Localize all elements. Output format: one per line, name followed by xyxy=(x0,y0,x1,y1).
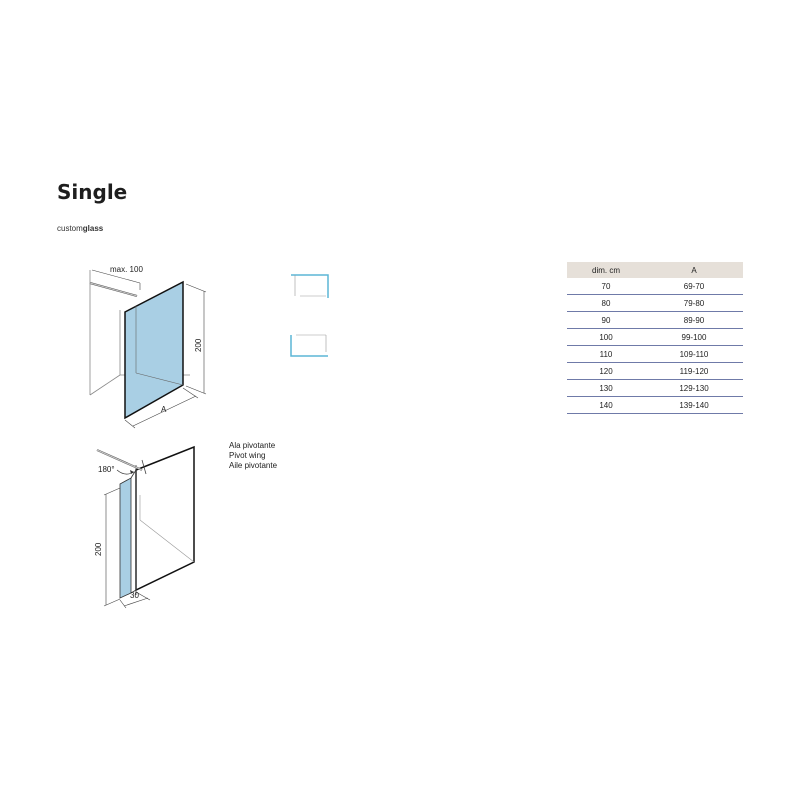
pivot-wing-labels: Ala pivotante Pivot wing Aile pivotante xyxy=(229,441,277,471)
a-cell: 99-100 xyxy=(645,328,743,346)
angle-label: 180° xyxy=(98,465,115,474)
dim-cell: 110 xyxy=(567,345,645,363)
a-cell: 119-120 xyxy=(645,362,743,380)
a-cell: 89-90 xyxy=(645,311,743,329)
a-cell: 109-110 xyxy=(645,345,743,363)
pivot-label-fr: Aile pivotante xyxy=(229,461,278,470)
dim-cell: 70 xyxy=(567,278,645,295)
dim-cell: 80 xyxy=(567,294,645,312)
max-dimension-label: max. 100 xyxy=(110,265,143,274)
dim-cell: 130 xyxy=(567,379,645,397)
dim-cell: 140 xyxy=(567,396,645,414)
table-header-row: dim. cm A xyxy=(567,262,743,278)
a-cell: 79-80 xyxy=(645,294,743,312)
page-title: Single xyxy=(57,180,128,204)
header-a: A xyxy=(645,262,743,278)
dim-cell: 120 xyxy=(567,362,645,380)
pivot-label-it: Ala pivotante xyxy=(229,441,276,450)
depth-label: 30 xyxy=(130,591,139,600)
header-dim: dim. cm xyxy=(567,262,645,278)
glass-panel xyxy=(124,280,184,420)
bottom-diagram: 180° 200 30 xyxy=(94,445,195,609)
pivot-wing-panel xyxy=(119,477,132,599)
pivot-label-en: Pivot wing xyxy=(229,451,266,460)
dim-cell: 90 xyxy=(567,311,645,329)
a-cell: 139-140 xyxy=(645,396,743,414)
brand-prefix: custom xyxy=(57,224,83,233)
brand-suffix: glass xyxy=(82,224,104,233)
layout-icon-corner xyxy=(290,334,328,357)
height-dimension-label: 200 xyxy=(194,338,203,352)
a-cell: 69-70 xyxy=(645,278,743,295)
width-dimension-label: A xyxy=(161,405,167,414)
a-cell: 129-130 xyxy=(645,379,743,397)
top-diagram: max. 100 200 A xyxy=(89,265,207,429)
brand-logo: customglass xyxy=(57,224,103,233)
layout-icon-straight xyxy=(291,274,329,298)
wing-height-label: 200 xyxy=(94,542,103,556)
dim-cell: 100 xyxy=(567,328,645,346)
